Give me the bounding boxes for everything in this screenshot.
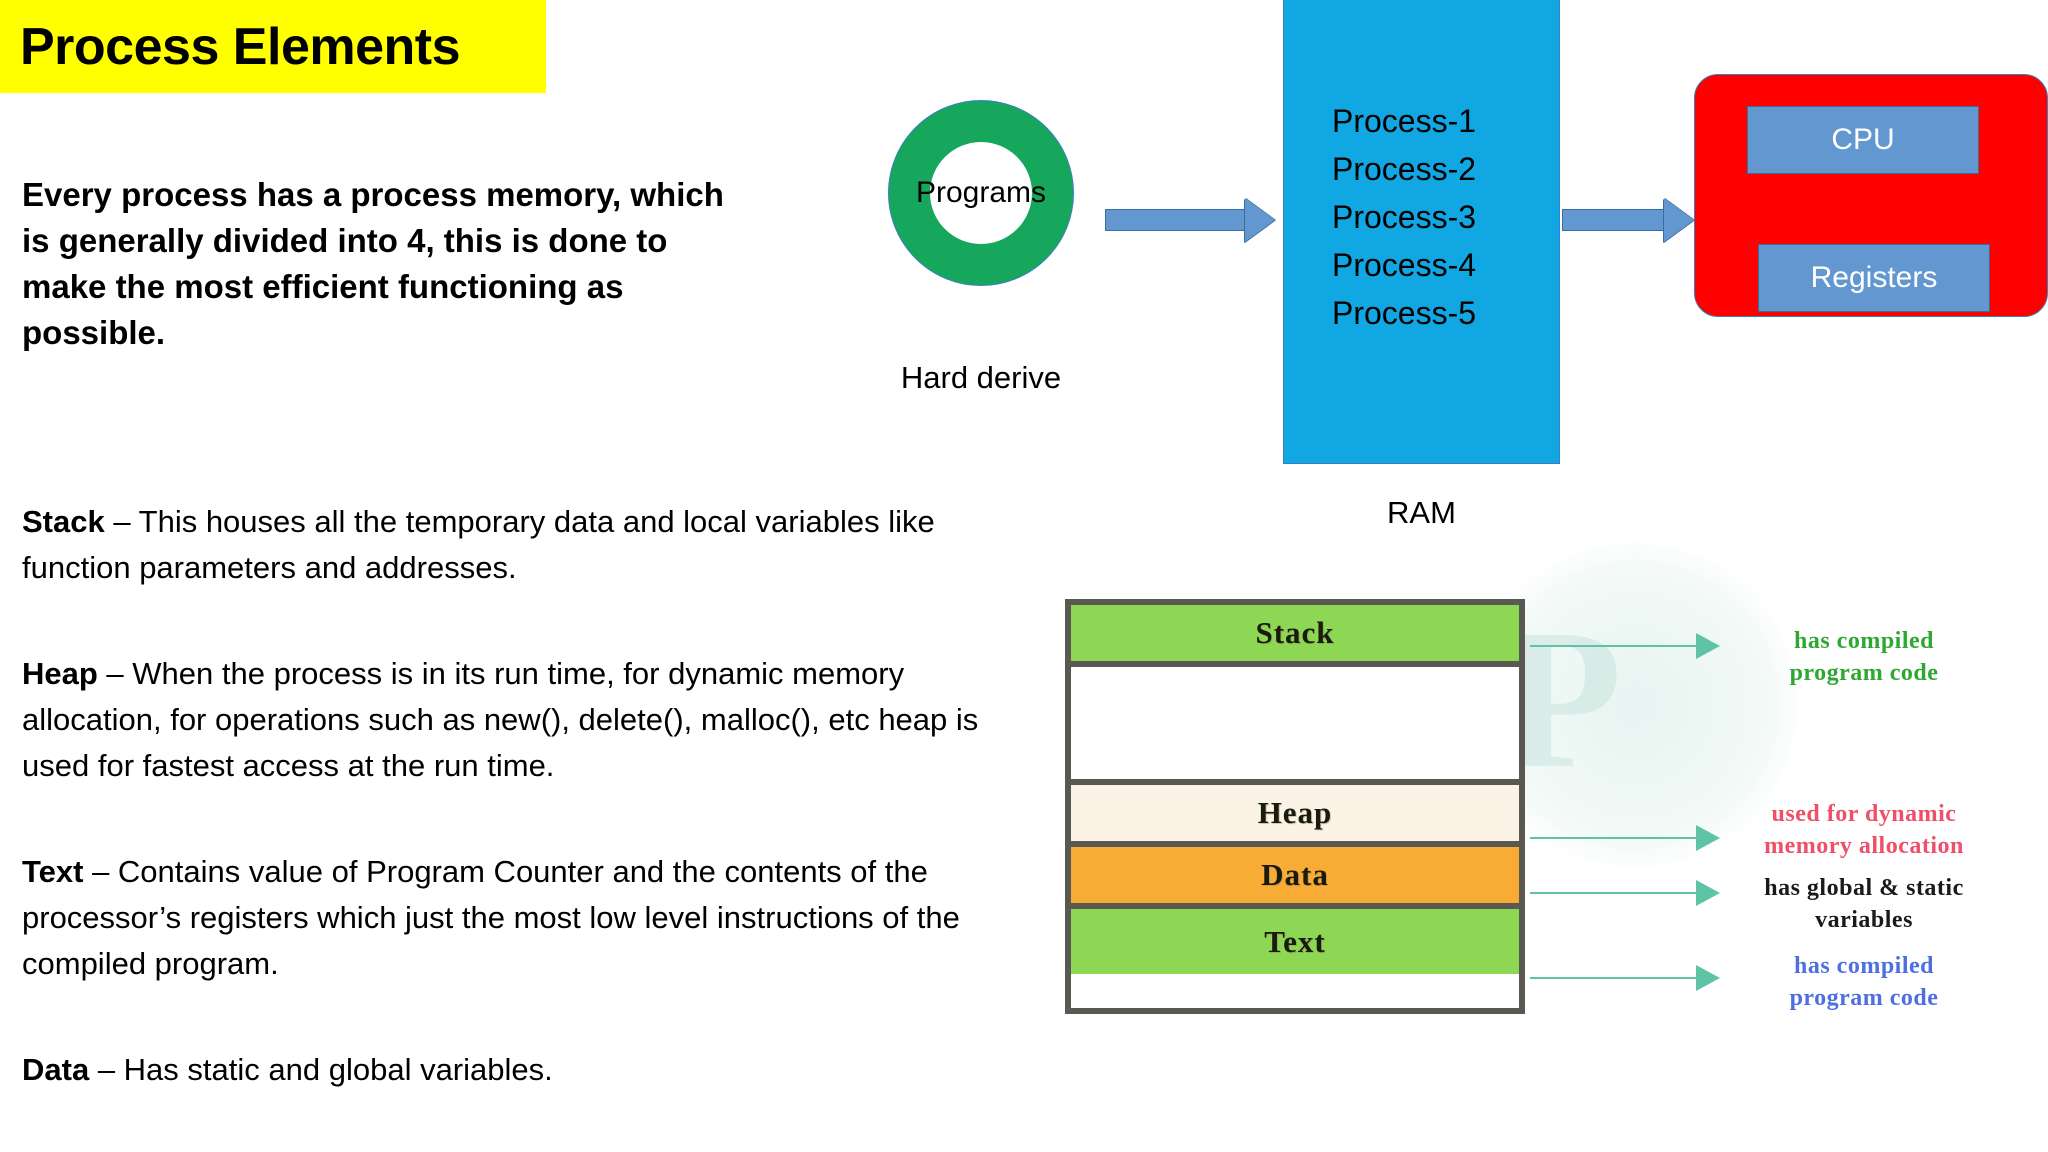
arrow-right-icon-data-annotation (1530, 880, 1720, 906)
arrow-line (1530, 645, 1696, 647)
body-paragraph-heap: Heap – When the process is in its run ti… (22, 651, 1022, 789)
ram-process-item: Process-5 (1332, 295, 1477, 331)
annotation-stack: has compiled program code (1789, 628, 1939, 686)
description-stack: This houses all the temporary data and l… (22, 504, 935, 585)
body-sections: Stack – This houses all the temporary da… (22, 468, 1022, 1093)
programs-label: Programs (915, 176, 1047, 209)
term-stack: Stack (22, 504, 105, 539)
dash-data: – (89, 1052, 124, 1087)
memory-row-text: Text (1071, 909, 1519, 974)
arrow-tip (1696, 880, 1720, 906)
term-heap: Heap (22, 656, 98, 691)
memory-row-data: Data (1071, 847, 1519, 909)
arrow-line (1530, 837, 1696, 839)
registers-block: Registers (1758, 244, 1990, 312)
annotation-heap: used for dynamic memory allocation (1764, 801, 1964, 859)
cpu-block: CPU (1747, 106, 1979, 174)
term-text: Text (22, 854, 84, 889)
body-paragraph-text: Text – Contains value of Program Counter… (22, 849, 1022, 987)
arrow-tip (1696, 965, 1720, 991)
ram-process-item: Process-2 (1332, 151, 1477, 187)
dash-stack: – (104, 504, 139, 539)
arrow-tip (1696, 825, 1720, 851)
ram-box: Process-1 Process-2 Process-3 Process-4 … (1283, 0, 1560, 464)
arrow-right-icon-text-annotation (1530, 965, 1720, 991)
cpu-unit-box: CPU Registers (1694, 74, 2048, 317)
description-heap: When the process is in its run time, for… (22, 656, 979, 783)
term-data: Data (22, 1052, 90, 1087)
arrow-tip (1696, 633, 1720, 659)
dash-heap: – (97, 656, 133, 691)
process-memory-layout-table: Stack Heap Data Text (1065, 599, 1525, 1014)
memory-row-free-space (1071, 667, 1519, 785)
description-data: Has static and global variables. (123, 1052, 553, 1087)
hard-drive-donut-shape: Programs (888, 100, 1074, 286)
ram-process-list: Process-1 Process-2 Process-3 Process-4 … (1332, 97, 1476, 337)
arrow-right-icon-heap-annotation (1530, 825, 1720, 851)
ram-process-item: Process-4 (1332, 247, 1477, 283)
ram-caption: RAM (1387, 495, 1456, 530)
memory-row-stack: Stack (1071, 605, 1519, 667)
title-highlight-band (0, 0, 546, 93)
donut-hole (930, 142, 1032, 244)
dash-text: – (83, 854, 118, 889)
intro-paragraph: Every process has a process memory, whic… (22, 176, 724, 351)
ram-process-item: Process-1 (1332, 103, 1477, 139)
arrow-line (1530, 977, 1696, 979)
ram-process-item: Process-3 (1332, 199, 1477, 235)
arrow-shaft (1562, 209, 1664, 231)
arrow-right-icon-ram-to-cpu (1562, 198, 1694, 242)
annotation-data: has global & static variables (1764, 875, 1964, 933)
arrow-head (1664, 198, 1694, 242)
arrow-line (1530, 892, 1696, 894)
description-text: Contains value of Program Counter and th… (22, 854, 960, 981)
arrow-right-icon-disk-to-ram (1105, 198, 1275, 242)
arrow-head (1245, 198, 1275, 242)
memory-row-heap: Heap (1071, 785, 1519, 847)
body-paragraph-data: Data – Has static and global variables. (22, 1047, 1022, 1093)
arrow-right-icon-stack-annotation (1530, 633, 1720, 659)
page-title: Process Elements (20, 18, 461, 76)
annotation-text: has compiled program code (1789, 953, 1939, 1011)
body-paragraph-stack: Stack – This houses all the temporary da… (22, 499, 1022, 591)
hard-drive-caption: Hard derive (900, 360, 1062, 395)
arrow-shaft (1105, 209, 1245, 231)
